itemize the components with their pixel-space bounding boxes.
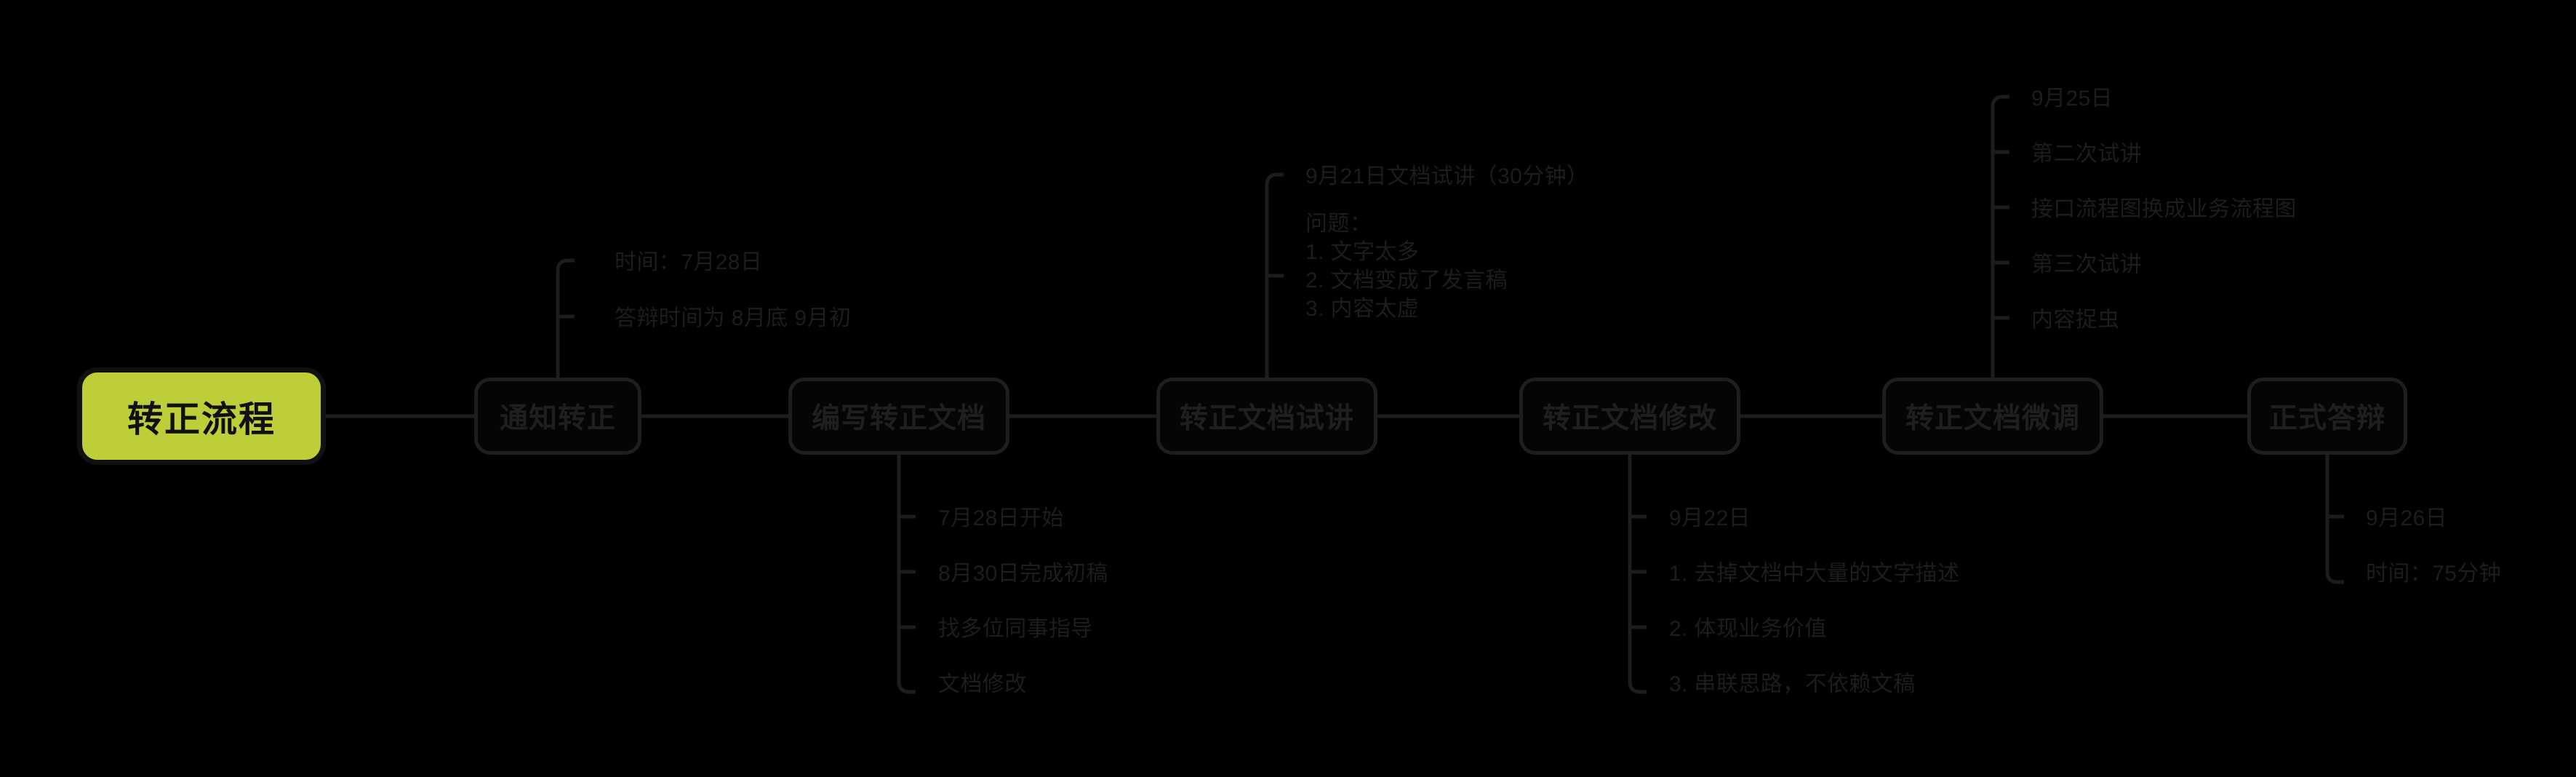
leaf-write-doc-4[interactable]: 文档修改 <box>938 672 1027 696</box>
stage-node-label: 转正文档微调 <box>1905 403 2080 434</box>
leaf-write-doc-2[interactable]: 8月30日完成初稿 <box>938 562 1108 586</box>
leaf-doc-revision-4[interactable]: 3. 串联思路，不依赖文稿 <box>1669 672 1916 696</box>
wire-writedoc-trunk <box>897 455 916 694</box>
stage-node-write-doc[interactable]: 编写转正文档 <box>788 378 1009 455</box>
stage-node-label: 正式答辩 <box>2268 403 2385 434</box>
stage-node-label: 通知转正 <box>499 403 616 434</box>
leaf-notify-2[interactable]: 答辩时间为 8月底 9月初 <box>615 306 852 330</box>
leaf-doc-revision-3[interactable]: 2. 体现业务价值 <box>1669 617 1827 641</box>
wire-notify-trunk <box>556 258 575 378</box>
wire-finetune-trunk <box>1991 95 2009 378</box>
leaf-doc-revision-2[interactable]: 1. 去掉文档中大量的文字描述 <box>1669 562 1960 586</box>
leaf-doc-finetune-4[interactable]: 第三次试讲 <box>2031 252 2142 276</box>
leaf-write-doc-3[interactable]: 找多位同事指导 <box>938 617 1093 641</box>
stage-node-doc-rehearsal[interactable]: 转正文档试讲 <box>1156 378 1377 455</box>
stage-node-notify[interactable]: 通知转正 <box>474 378 641 455</box>
stage-node-doc-finetune[interactable]: 转正文档微调 <box>1882 378 2103 455</box>
root-node-label: 转正流程 <box>127 399 276 439</box>
leaf-doc-finetune-5[interactable]: 内容捉虫 <box>2031 308 2120 332</box>
wire-revision-trunk <box>1628 455 1647 694</box>
leaf-doc-rehearsal-2[interactable]: 问题： 1. 文字太多 2. 文档变成了发言稿 3. 内容太虚 <box>1305 212 1508 321</box>
leaf-doc-revision-1[interactable]: 9月22日 <box>1669 506 1751 530</box>
wire-rehearsal-trunk <box>1265 172 1284 378</box>
root-node[interactable]: 转正流程 <box>77 367 326 465</box>
leaf-notify-1[interactable]: 时间：7月28日 <box>615 250 763 274</box>
stage-node-doc-revision[interactable]: 转正文档修改 <box>1519 378 1740 455</box>
leaf-write-doc-1[interactable]: 7月28日开始 <box>938 506 1064 530</box>
wire-defense-trunk <box>2325 455 2344 584</box>
leaf-doc-finetune-1[interactable]: 9月25日 <box>2031 87 2113 111</box>
leaf-doc-rehearsal-1[interactable]: 9月21日文档试讲（30分钟） <box>1305 164 1589 188</box>
stage-node-label: 转正文档修改 <box>1542 403 1717 434</box>
leaf-doc-finetune-3[interactable]: 接口流程图换成业务流程图 <box>2031 197 2297 221</box>
leaf-doc-finetune-2[interactable]: 第二次试讲 <box>2031 142 2142 166</box>
stage-node-final-defense[interactable]: 正式答辩 <box>2247 378 2407 455</box>
stage-node-label: 转正文档试讲 <box>1179 403 1354 434</box>
leaf-final-defense-2[interactable]: 时间：75分钟 <box>2366 562 2502 586</box>
leaf-final-defense-1[interactable]: 9月26日 <box>2366 506 2448 530</box>
stage-node-label: 编写转正文档 <box>811 403 986 434</box>
